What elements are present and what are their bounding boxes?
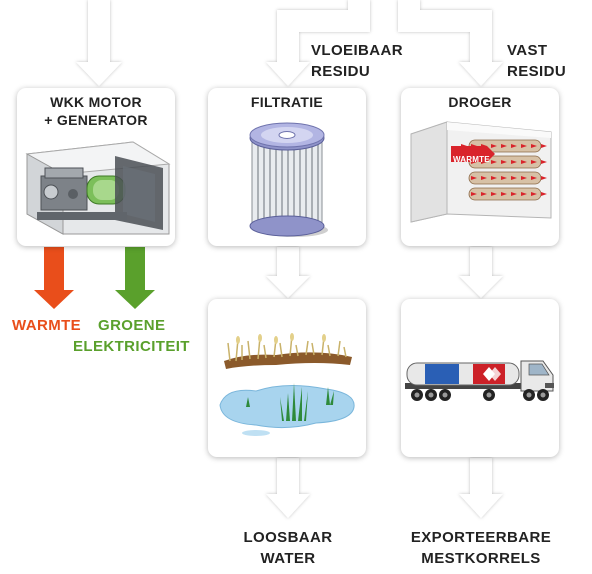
card-water [208, 299, 366, 457]
label-loosbaar-line1: LOOSBAAR [243, 529, 333, 546]
label-warmte: WARMTE [12, 317, 82, 334]
wkk-title-line1: WKK MOTOR [50, 94, 142, 110]
tanker-truck-icon [405, 360, 554, 401]
label-vloeibaar-line1: VLOEIBAAR [311, 42, 403, 59]
droger-heat-label: WARMTE [453, 155, 490, 164]
card-truck [401, 299, 559, 457]
wkk-engine-icon [25, 141, 171, 235]
label-vloeibaar-residu: VLOEIBAAR RESIDU [311, 40, 403, 82]
label-exporteerbare-mestkorrels: EXPORTEERBARE MESTKORRELS [400, 527, 562, 569]
dryer-icon [410, 121, 552, 223]
label-exporteerbare-line1: EXPORTEERBARE [410, 529, 552, 546]
label-groene-line2: ELEKTRICITEIT [73, 338, 190, 355]
arrow-elektriciteit [115, 247, 155, 309]
label-groene-elektriciteit: GROENE ELEKTRICITEIT [73, 315, 195, 357]
label-vast-residu: VAST RESIDU [507, 40, 566, 82]
label-groene-line1: GROENE [98, 317, 166, 334]
wkk-title-line2: + GENERATOR [44, 112, 148, 128]
label-vast-line1: VAST [507, 42, 548, 59]
arrow-droger-to-truck [459, 247, 503, 298]
card-wkk-motor: WKK MOTOR + GENERATOR [17, 88, 175, 246]
label-loosbaar-water: LOOSBAAR WATER [228, 527, 348, 569]
filter-cartridge-icon [249, 122, 328, 237]
filtratie-title: FILTRATIE [250, 94, 324, 110]
droger-title: DROGER [448, 94, 512, 110]
label-loosbaar-line2: WATER [260, 550, 316, 567]
label-vast-line2: RESIDU [507, 63, 567, 80]
arrow-water-output [266, 458, 310, 518]
reed-bed-water-icon [219, 333, 355, 436]
arrow-into-filtratie [266, 0, 370, 86]
arrow-into-wkk [76, 0, 122, 86]
label-vloeibaar-line2: RESIDU [311, 63, 371, 80]
arrow-into-droger [398, 0, 503, 86]
wkk-title: WKK MOTOR + GENERATOR [17, 93, 175, 129]
arrow-warmte [34, 247, 74, 309]
arrow-truck-output [459, 458, 503, 518]
label-exporteerbare-line2: MESTKORRELS [421, 550, 541, 567]
card-droger: DROGER WARMTE [401, 88, 559, 246]
arrow-filtratie-to-water [266, 247, 310, 298]
card-filtratie: FILTRATIE [208, 88, 366, 246]
